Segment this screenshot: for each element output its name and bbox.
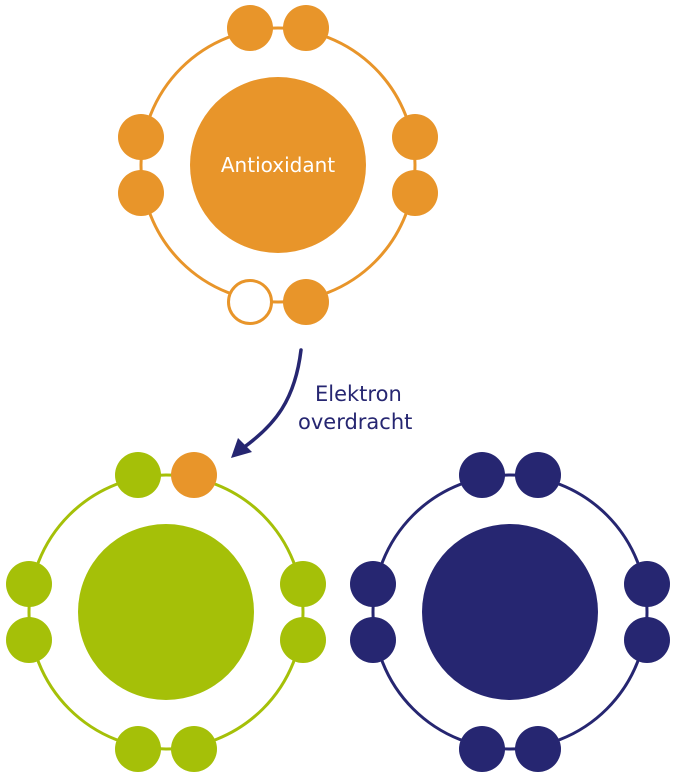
nucleus-label: Antioxidant bbox=[221, 153, 335, 177]
electron bbox=[515, 452, 561, 498]
electron bbox=[280, 617, 326, 663]
electron bbox=[350, 561, 396, 607]
electron bbox=[115, 726, 161, 772]
blue-atom bbox=[350, 452, 670, 772]
nucleus bbox=[78, 524, 254, 700]
electron bbox=[283, 279, 329, 325]
electron bbox=[459, 726, 505, 772]
transfer-label-line2: overdracht bbox=[298, 410, 412, 434]
electron bbox=[459, 452, 505, 498]
electron bbox=[171, 452, 217, 498]
electron bbox=[624, 617, 670, 663]
nucleus bbox=[422, 524, 598, 700]
electron bbox=[350, 617, 396, 663]
electron bbox=[118, 114, 164, 160]
electron bbox=[392, 114, 438, 160]
green-atom bbox=[6, 452, 326, 772]
atoms-layer: Antioxidant bbox=[6, 5, 670, 772]
electron-vacancy bbox=[227, 279, 273, 325]
electron bbox=[392, 170, 438, 216]
transfer-arrow bbox=[241, 348, 303, 450]
antioxidant-atom: Antioxidant bbox=[118, 5, 438, 325]
electron bbox=[283, 5, 329, 51]
nucleus bbox=[190, 77, 366, 253]
electron bbox=[115, 452, 161, 498]
orbit-ring bbox=[139, 26, 417, 304]
electron bbox=[280, 561, 326, 607]
orbit-ring bbox=[371, 473, 649, 751]
electron bbox=[171, 726, 217, 772]
electron-transfer: Elektron overdracht bbox=[231, 348, 412, 458]
electron bbox=[118, 170, 164, 216]
electron bbox=[515, 726, 561, 772]
electron bbox=[6, 617, 52, 663]
orbit-ring bbox=[27, 473, 305, 751]
transfer-label-line1: Elektron bbox=[315, 382, 402, 406]
transfer-arrow-head bbox=[231, 438, 252, 458]
electron bbox=[6, 561, 52, 607]
electron bbox=[227, 5, 273, 51]
electron bbox=[624, 561, 670, 607]
